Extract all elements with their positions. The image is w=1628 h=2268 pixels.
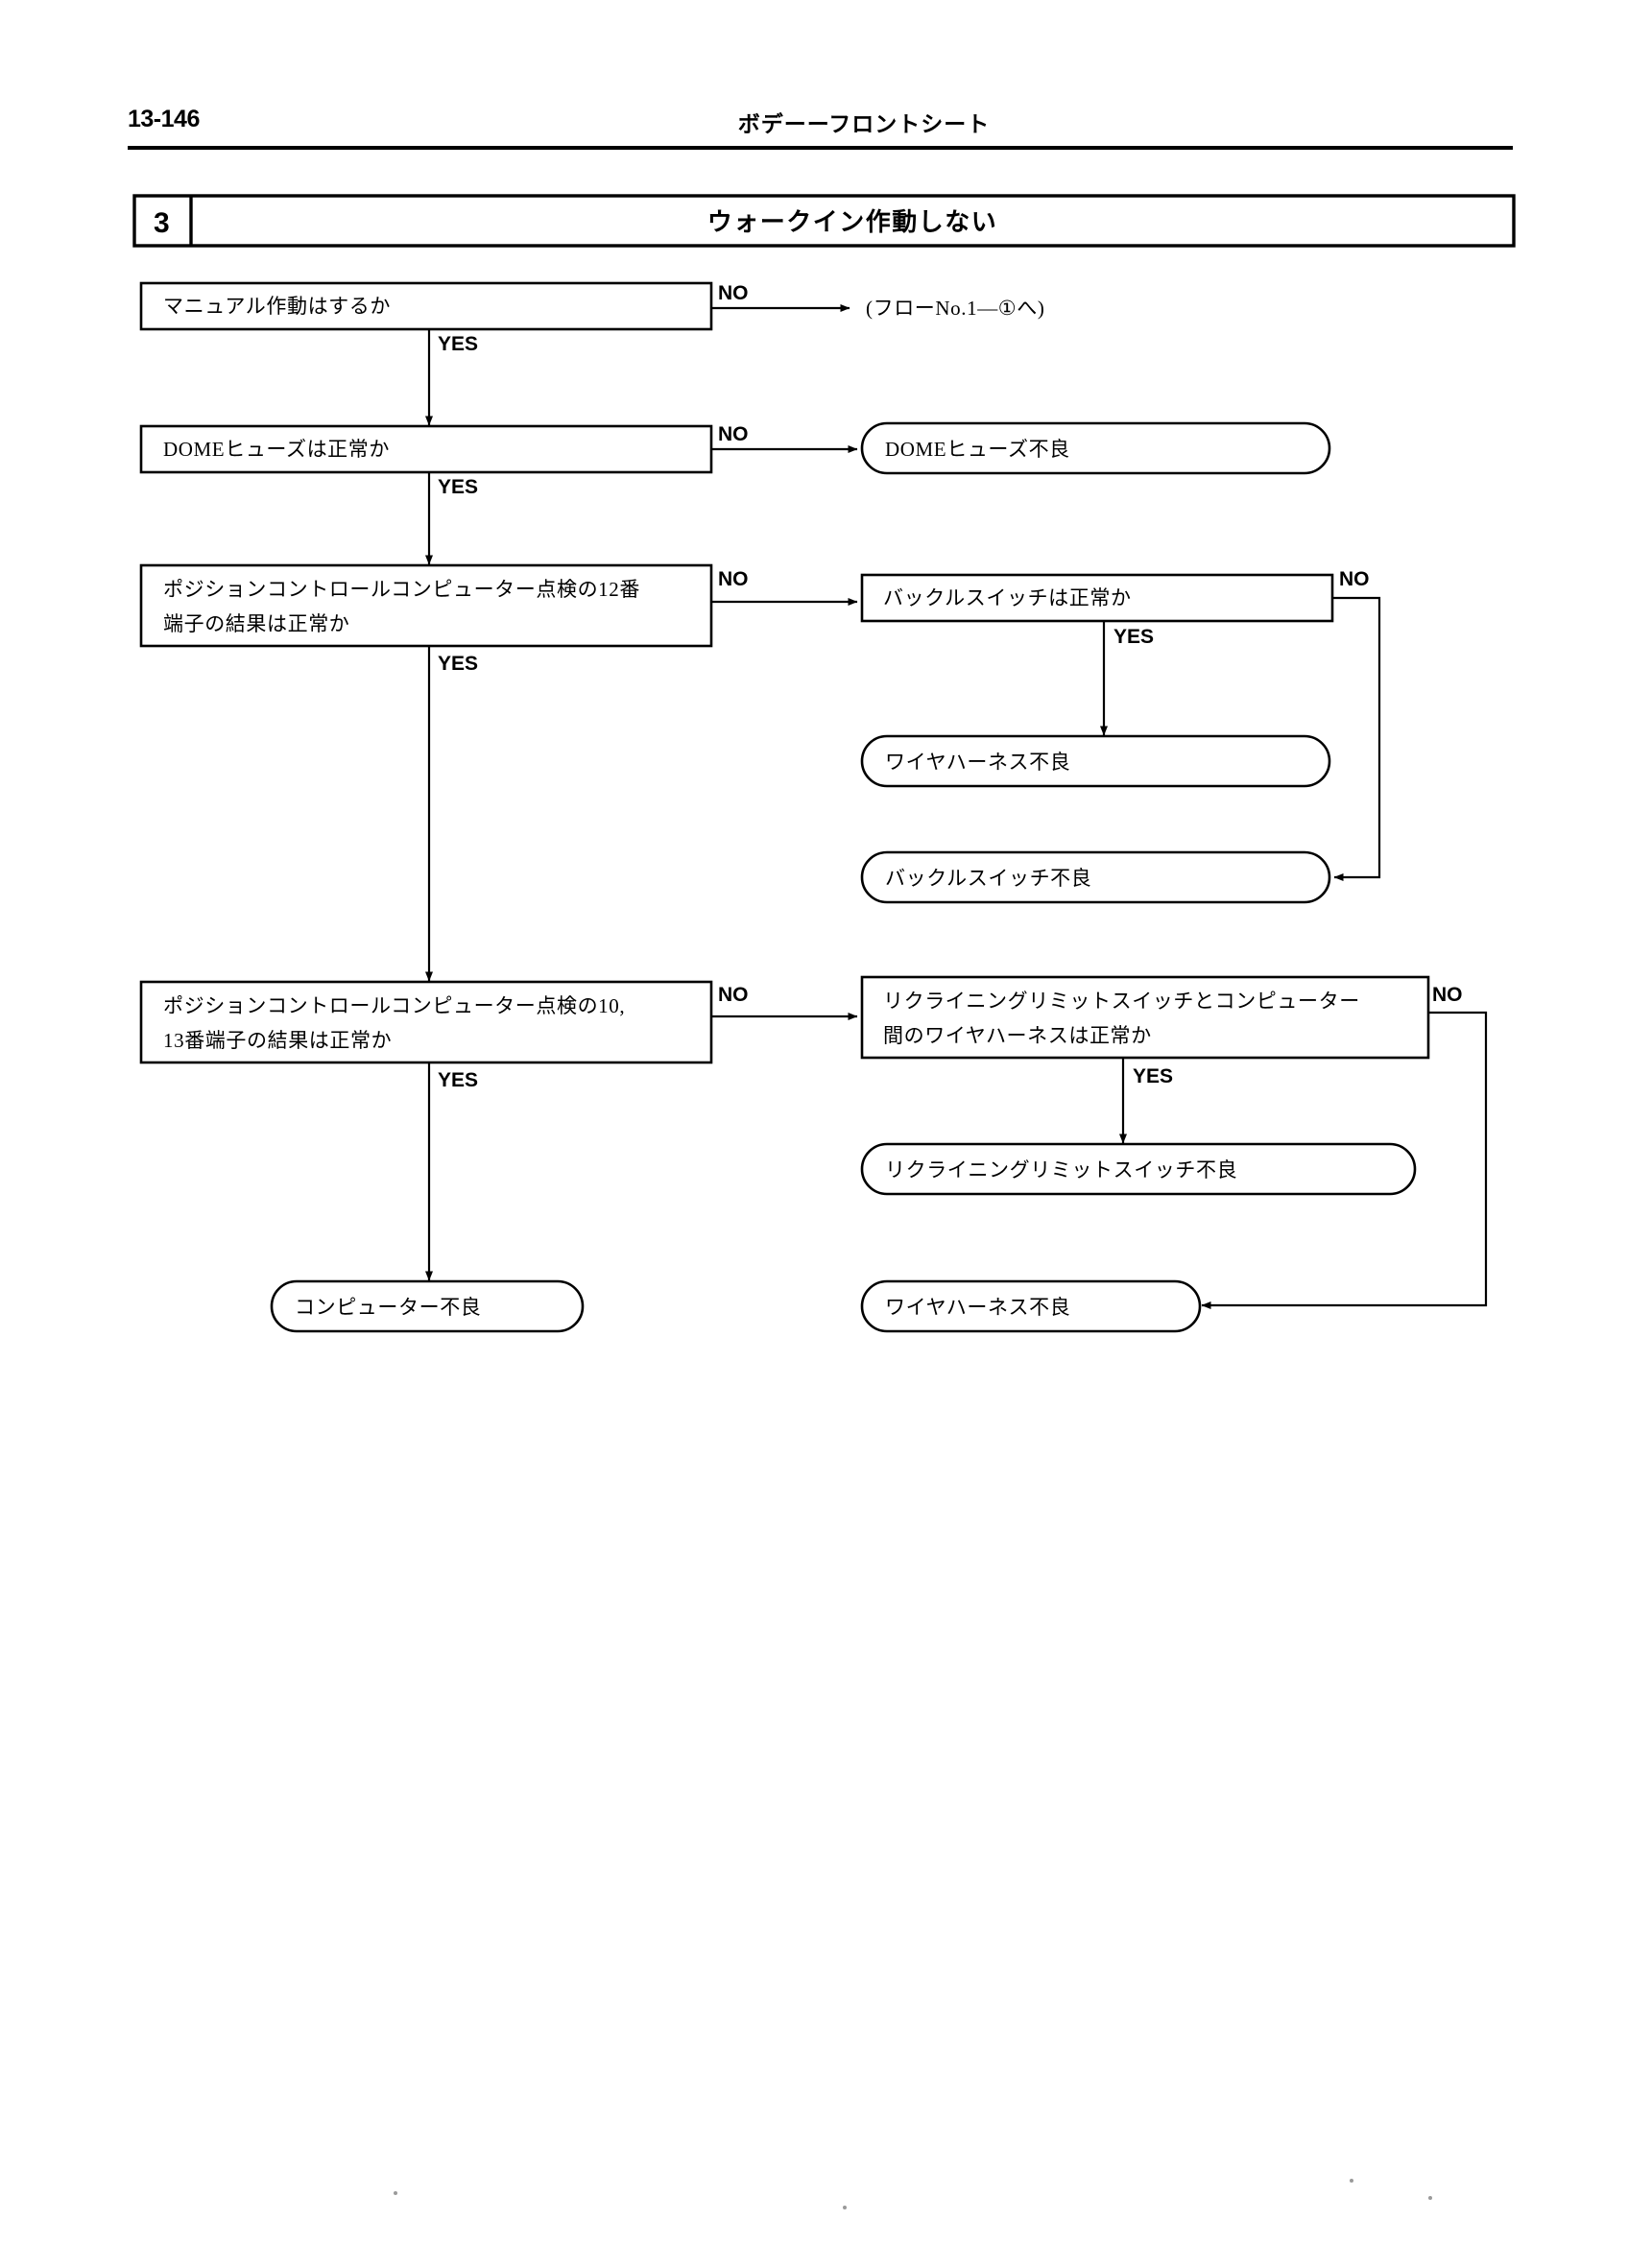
edge-q1-no-label: NO xyxy=(718,282,749,304)
decision-q4-label-line1: ポジションコントロールコンピューター点検の10, xyxy=(163,994,625,1017)
decision-q3b[interactable]: バックルスイッチは正常か xyxy=(860,573,1334,623)
edge-q3-no: NO xyxy=(711,568,858,606)
decision-q4[interactable]: ポジションコントロールコンピューター点検の10, 13番端子の結果は正常か xyxy=(139,980,713,1064)
edge-q4-yes: YES xyxy=(425,1062,478,1281)
decision-q2-label: DOMEヒューズは正常か xyxy=(163,438,390,461)
scan-artifacts xyxy=(394,2179,1432,2209)
edge-q3b-no-label: NO xyxy=(1339,568,1370,590)
edge-q4-no: NO xyxy=(711,984,858,1020)
header-divider xyxy=(128,146,1513,150)
title-band-number: 3 xyxy=(154,207,170,239)
reference-flow-no1: (フローNo.1—①へ) xyxy=(866,297,1044,320)
decision-q3[interactable]: ポジションコントロールコンピューター点検の12番 端子の結果は正常か xyxy=(139,563,713,648)
edge-q3b-yes: YES xyxy=(1100,621,1154,736)
decision-q4b[interactable]: リクライニングリミットスイッチとコンピューター 間のワイヤハーネスは正常か xyxy=(860,975,1430,1060)
decision-q1[interactable]: マニュアル作動はするか xyxy=(139,281,713,331)
edge-q2-no: NO xyxy=(711,423,858,453)
decision-q4-label-line2: 13番端子の結果は正常か xyxy=(163,1029,392,1052)
edge-q3-no-label: NO xyxy=(718,568,749,590)
decision-q3-label-line1: ポジションコントロールコンピューター点検の12番 xyxy=(163,578,640,601)
decision-q4b-label-line2: 間のワイヤハーネスは正常か xyxy=(883,1024,1152,1047)
result-wire-harness-fault-lower-label: ワイヤハーネス不良 xyxy=(885,1296,1070,1319)
result-buckle-switch-fault-label: バックルスイッチ不良 xyxy=(885,867,1091,890)
title-band-title: ウォークイン作動しない xyxy=(707,207,998,236)
page-header: 13-146 ボデーーフロントシート xyxy=(0,106,1628,154)
edge-q3-yes-label: YES xyxy=(438,653,478,675)
decision-q2[interactable]: DOMEヒューズは正常か xyxy=(139,424,713,474)
edge-q1-no: NO xyxy=(711,282,850,312)
result-computer-fault-label: コンピューター不良 xyxy=(295,1296,481,1319)
result-dome-fuse-fault-label: DOMEヒューズ不良 xyxy=(885,438,1070,461)
title-band: 3 ウォークイン作動しない xyxy=(132,194,1516,248)
page-header-title: ボデーーフロントシート xyxy=(737,111,991,136)
edge-q3-yes: YES xyxy=(425,646,478,982)
edge-q4b-no: NO xyxy=(1201,984,1488,1309)
edge-q4b-yes-label: YES xyxy=(1133,1065,1173,1087)
edge-q1-yes-label: YES xyxy=(438,333,478,355)
result-reclining-limit-switch-fault: リクライニングリミットスイッチ不良 xyxy=(860,1142,1417,1196)
edge-q3b-no: NO xyxy=(1332,568,1381,881)
edge-q3b-yes-label: YES xyxy=(1113,626,1154,648)
decision-q3b-label: バックルスイッチは正常か xyxy=(883,586,1132,609)
result-dome-fuse-fault: DOMEヒューズ不良 xyxy=(860,421,1331,475)
result-wire-harness-fault-upper-label: ワイヤハーネス不良 xyxy=(885,751,1070,774)
edge-q4-no-label: NO xyxy=(718,984,749,1006)
decision-q4b-label-line1: リクライニングリミットスイッチとコンピューター xyxy=(883,990,1360,1013)
edge-q4-yes-label: YES xyxy=(438,1069,478,1091)
result-reclining-limit-switch-fault-label: リクライニングリミットスイッチ不良 xyxy=(885,1158,1237,1182)
edge-q2-yes-label: YES xyxy=(438,476,478,498)
edge-q1-yes: YES xyxy=(425,329,478,426)
edge-q4b-no-label: NO xyxy=(1432,984,1463,1006)
result-wire-harness-fault-lower: ワイヤハーネス不良 xyxy=(860,1279,1202,1333)
decision-q1-label: マニュアル作動はするか xyxy=(163,295,391,318)
edge-q2-no-label: NO xyxy=(718,423,749,445)
edge-q4b-yes: YES xyxy=(1119,1058,1173,1144)
page-number: 13-146 xyxy=(128,106,200,132)
decision-q3-label-line2: 端子の結果は正常か xyxy=(163,612,349,635)
result-computer-fault: コンピューター不良 xyxy=(270,1279,585,1333)
result-wire-harness-fault-upper: ワイヤハーネス不良 xyxy=(860,734,1331,788)
result-buckle-switch-fault: バックルスイッチ不良 xyxy=(860,850,1331,904)
edge-q2-yes: YES xyxy=(425,472,478,565)
